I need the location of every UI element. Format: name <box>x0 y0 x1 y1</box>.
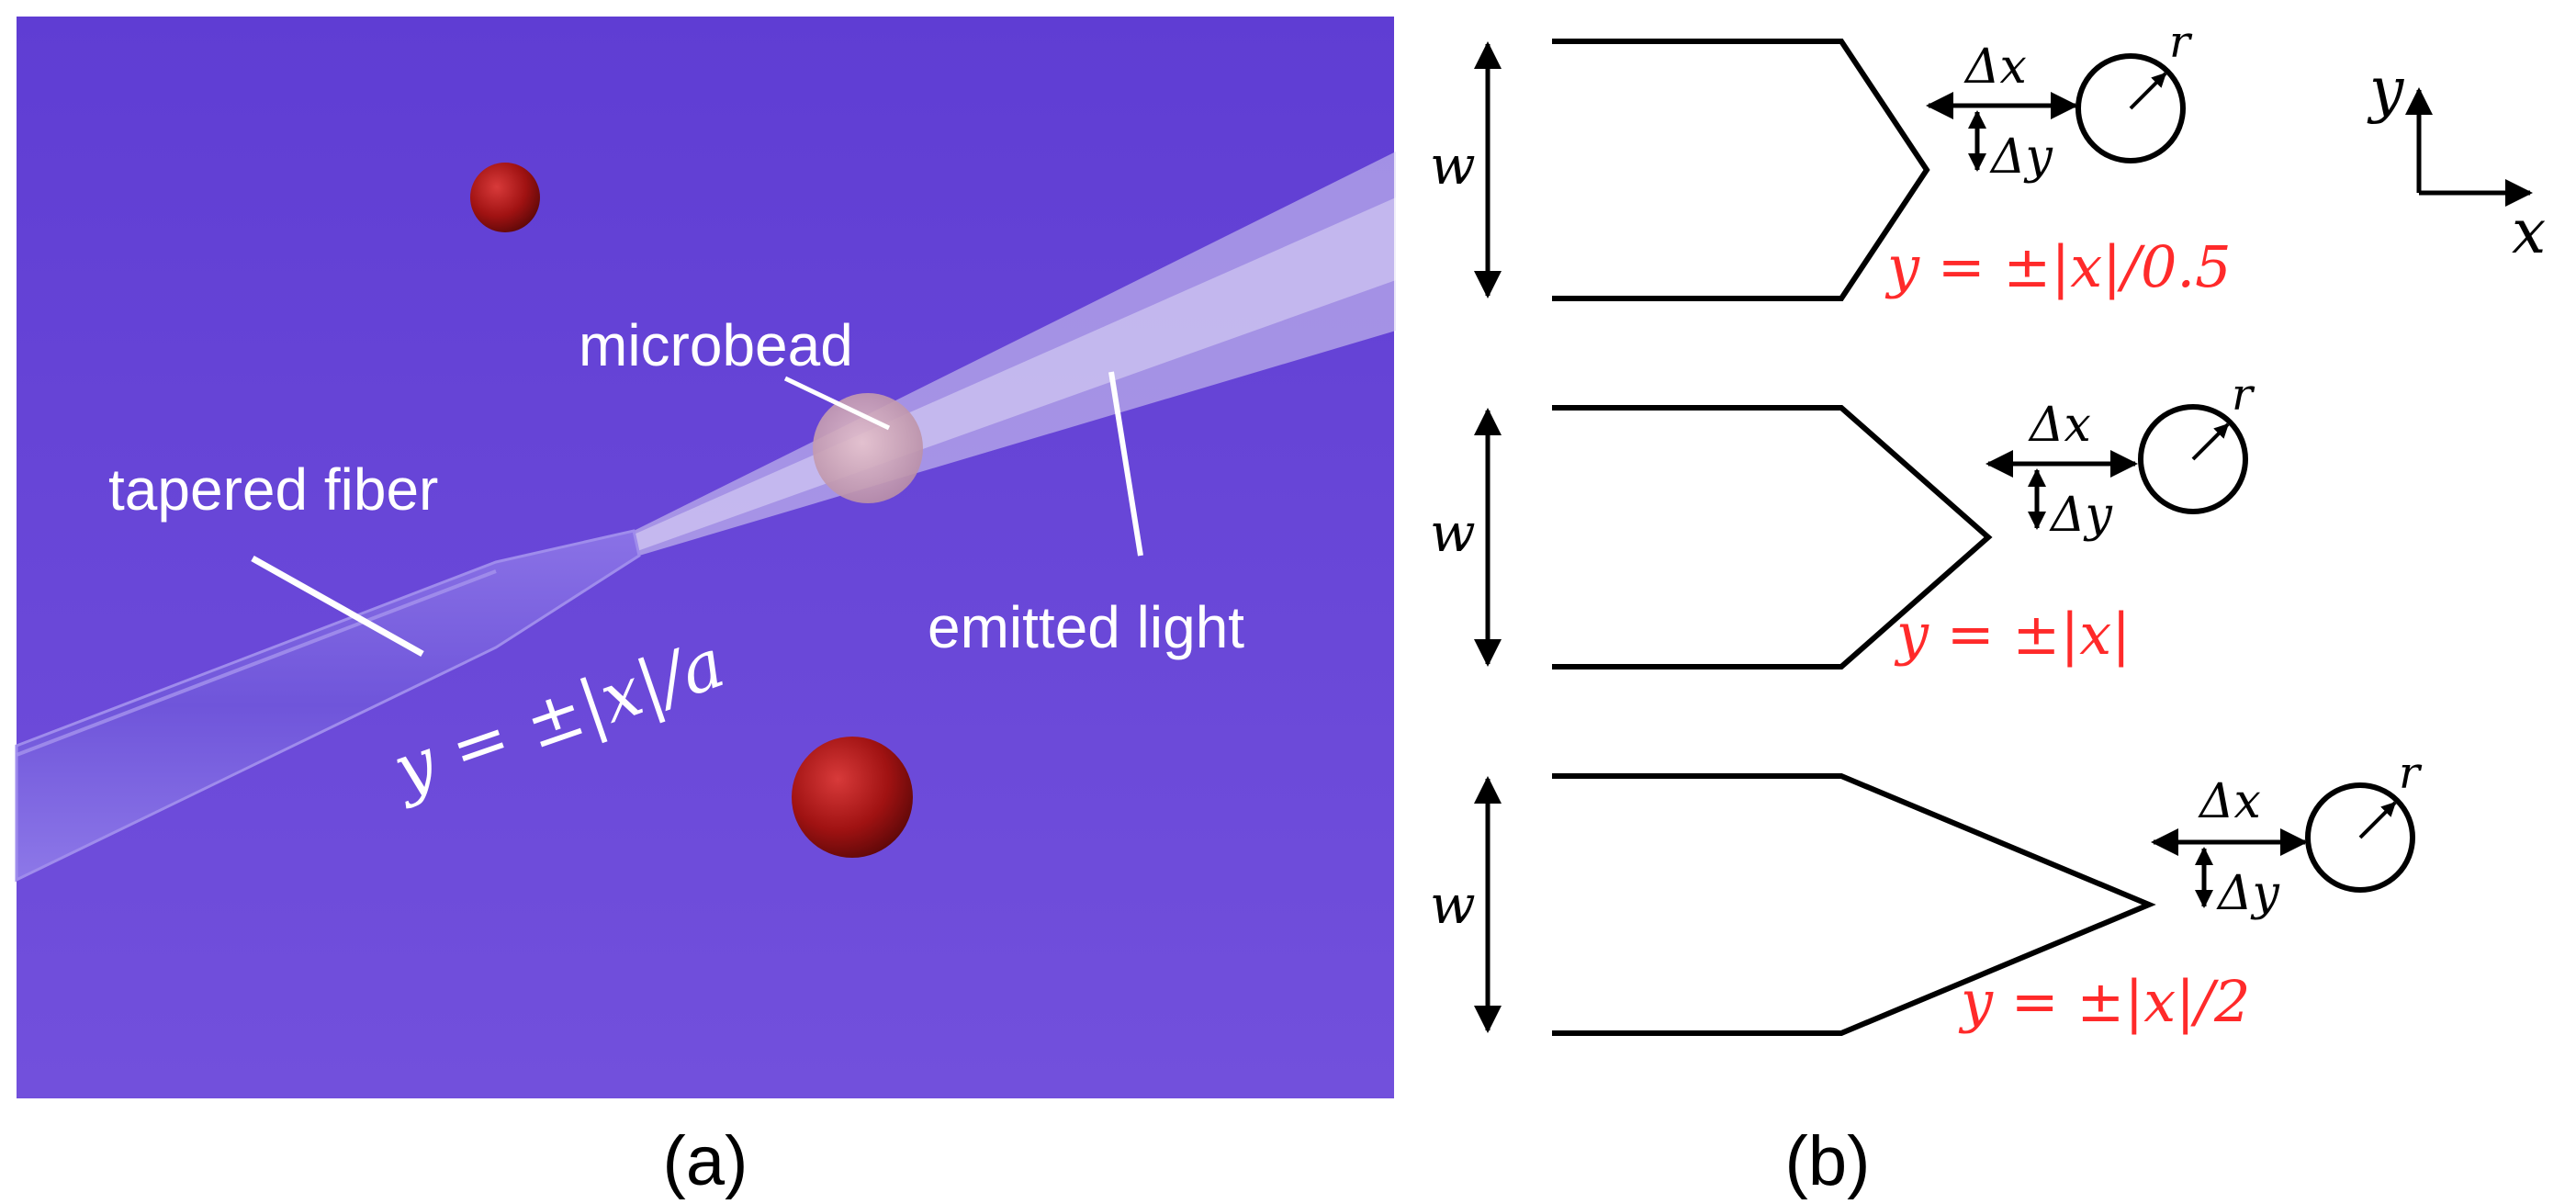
shape-2-equation: y = ±|x| <box>1894 601 2131 668</box>
tapered-fiber-highlight <box>16 569 497 757</box>
shape-3-w: w <box>1430 873 1476 936</box>
shape-2-r: r <box>2232 369 2255 421</box>
emitted-light-label: emitted light <box>928 594 1244 660</box>
shape-2-outline <box>1552 405 1993 670</box>
shape-2-bead <box>2138 404 2248 514</box>
tapered-fiber <box>15 529 641 883</box>
shape-3-r: r <box>2399 748 2423 799</box>
shape-2-dy: Δy <box>2049 488 2113 543</box>
axis-indicator: y x <box>2367 54 2546 267</box>
red-bead-large <box>792 737 913 858</box>
microbead <box>813 393 923 503</box>
shape-3-equation: y = ±|x|/2 <box>1958 968 2250 1035</box>
shape-2-dx: Δx <box>2028 398 2091 453</box>
shape-2-radius-arrow <box>2191 422 2230 461</box>
tapered-fiber-pointer <box>251 555 424 658</box>
shape-2-w: w <box>1430 501 1476 564</box>
shape-3-dy: Δy <box>2216 866 2280 921</box>
shape-1-w: w <box>1430 134 1476 197</box>
emitted-light-pointer <box>1108 371 1143 557</box>
caption-b: (b) <box>1785 1122 1871 1200</box>
panel-b: y x w Δx Δy r y = ±|x|/0.5 w Δx Δy <box>1430 17 2546 1036</box>
shape-2: w Δx Δy r y = ±|x| <box>1430 369 2255 670</box>
caption-a: (a) <box>663 1122 748 1200</box>
microbead-label: microbead <box>579 312 853 378</box>
shape-1-dy: Δy <box>1989 129 2053 185</box>
shape-1: w Δx Δy r y = ±|x|/0.5 <box>1430 17 2232 301</box>
shape-1-r: r <box>2169 17 2193 68</box>
shape-1-outline <box>1552 39 1930 301</box>
shape-1-equation: y = ±|x|/0.5 <box>1884 233 2232 300</box>
shape-1-radius-arrow <box>2129 72 2167 110</box>
shape-3: w Δx Δy r y = ±|x|/2 <box>1430 748 2423 1036</box>
panel-a-background <box>17 17 1394 1098</box>
tapered-fiber-label: tapered fiber <box>108 456 438 523</box>
panel-a: microbead tapered fiber emitted light y … <box>15 17 1396 1098</box>
axis-y-label: y <box>2367 54 2404 125</box>
shape-3-outline <box>1552 773 2156 1036</box>
shape-3-bead <box>2305 782 2415 893</box>
shape-3-dx: Δx <box>2198 774 2261 829</box>
axis-x-label: x <box>2512 197 2546 267</box>
shape-3-radius-arrow <box>2358 801 2397 839</box>
shape-1-dx: Δx <box>1963 39 2027 95</box>
shape-1-bead <box>2075 53 2186 163</box>
red-bead-small <box>470 163 540 232</box>
microbead-pointer <box>783 376 891 431</box>
